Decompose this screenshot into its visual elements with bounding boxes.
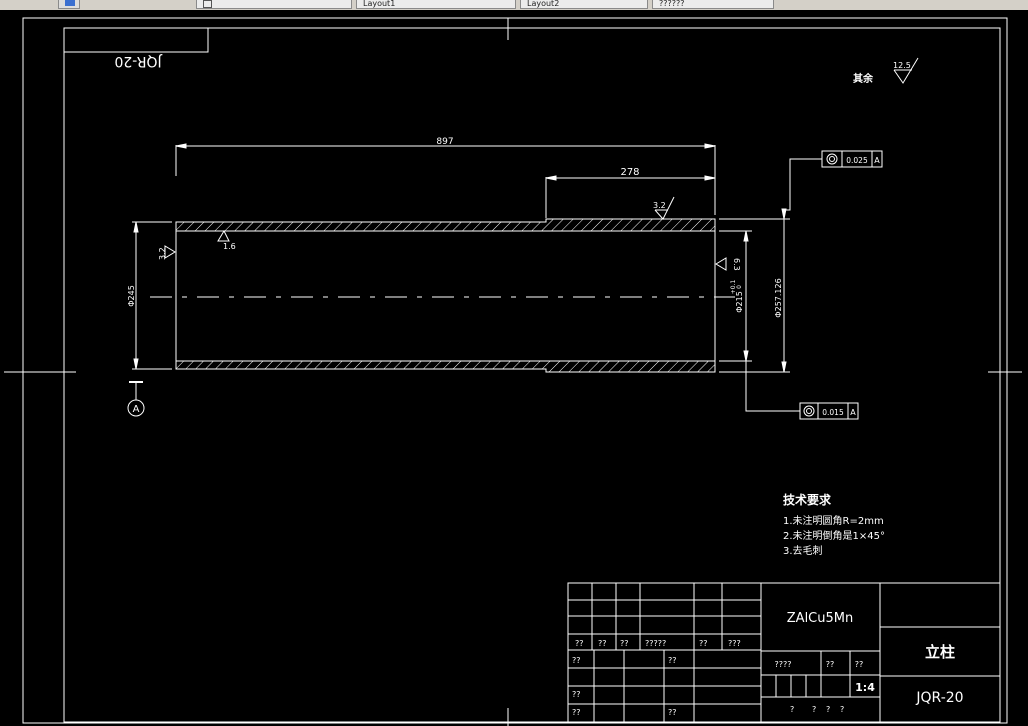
- sheet-label: ?: [826, 705, 830, 714]
- left-row-label: ??: [668, 708, 677, 717]
- material-label: ZAlCu5Mn: [787, 611, 853, 626]
- roughness-mark-right: 6.3: [715, 257, 741, 271]
- datum-label: A: [133, 404, 140, 415]
- roughness-rest-label: 其余: [853, 72, 874, 85]
- tab-layout1[interactable]: Layout1: [356, 0, 516, 9]
- model-icon: [65, 0, 75, 6]
- sheet-label: ?: [840, 705, 844, 714]
- mirrored-code-box: JQR-20: [63, 27, 209, 69]
- roughness-mark-bore: 1.6: [217, 229, 236, 251]
- tab-label: ??????: [659, 0, 685, 8]
- technical-requirements: 技术要求 1.未注明圆角R=2mm 2.未注明倒角是1×45° 3.去毛刺: [783, 492, 885, 557]
- roughness-value: 1.6: [223, 242, 236, 251]
- roughness-value: 3.2: [653, 201, 666, 210]
- left-row-label: ??: [572, 708, 581, 717]
- mirrored-drawing-code: JQR-20: [114, 53, 162, 69]
- tolerance-value: 0.025: [846, 156, 868, 165]
- tolerance-frame-bottom: 0.015 A: [745, 361, 859, 420]
- layout-tab-bar: Layout1 Layout2 ??????: [0, 0, 1028, 10]
- dim-inner-diameter: Φ215: [735, 291, 744, 313]
- roughness-value: 3.2: [158, 247, 167, 260]
- header-cell: ??: [699, 639, 708, 648]
- part-name: 立柱: [925, 643, 955, 661]
- left-row-label: ??: [572, 690, 581, 699]
- tolerance-datum: A: [874, 156, 880, 165]
- part-section: [150, 218, 735, 373]
- roughness-value: 6.3: [732, 258, 741, 271]
- dim-bore-diameter: Φ257.126: [774, 278, 783, 317]
- layout-icon: [203, 0, 212, 8]
- dim-inner-tol-lower: 0: [736, 285, 743, 289]
- dim-inner-tol-upper: +0.1: [730, 280, 737, 295]
- scale-value: 1:4: [855, 681, 875, 694]
- tab-layout3[interactable]: ??????: [652, 0, 774, 9]
- tech-req-item: 3.去毛刺: [783, 545, 823, 557]
- dimension-lines: [132, 143, 790, 373]
- header-cell: ??: [620, 639, 629, 648]
- sheet-label: ?: [790, 705, 794, 714]
- tab-model[interactable]: [58, 0, 80, 9]
- dim-step-length: 278: [620, 167, 639, 178]
- header-cell: ?????: [645, 639, 666, 648]
- cad-drawing-canvas[interactable]: JQR-20 其余 12.5: [0, 10, 1028, 726]
- dim-overall-length: 897: [436, 137, 453, 147]
- tab-layout-a[interactable]: [196, 0, 352, 9]
- tab-label: Layout2: [527, 0, 560, 8]
- header-cell: ??: [598, 639, 607, 648]
- concentricity-icon: [803, 405, 815, 417]
- tab-label: Layout1: [363, 0, 396, 8]
- concentricity-icon: [826, 153, 838, 165]
- tolerance-frame-top: 0.025 A: [784, 150, 883, 211]
- tech-req-heading: 技术要求: [783, 492, 832, 507]
- scale-label: ??: [855, 660, 864, 669]
- tech-req-item: 1.未注明圆角R=2mm: [783, 514, 884, 527]
- title-block: [567, 582, 1001, 723]
- drawing-number: JQR-20: [915, 690, 963, 706]
- tab-bar-empty-area: [777, 0, 1028, 10]
- header-cell: ??: [575, 639, 584, 648]
- datum-symbol: A: [127, 381, 145, 417]
- roughness-mark-left: 3.2: [158, 245, 176, 260]
- left-row-label: ??: [572, 656, 581, 665]
- header-cell: ???: [728, 639, 741, 648]
- tolerance-datum: A: [850, 408, 856, 417]
- sheet-label: ?: [812, 705, 816, 714]
- dim-outer-diameter: Φ245: [127, 285, 136, 307]
- weight-label: ??: [826, 660, 835, 669]
- tech-req-item: 2.未注明倒角是1×45°: [783, 529, 885, 542]
- tab-layout2[interactable]: Layout2: [520, 0, 648, 9]
- tolerance-value: 0.015: [822, 408, 844, 417]
- general-roughness: 其余 12.5: [853, 57, 919, 85]
- stage-label: ????: [775, 660, 792, 669]
- roughness-mark-top: 3.2: [653, 196, 675, 220]
- sheet-border: [4, 17, 1022, 726]
- roughness-rest-value: 12.5: [893, 61, 911, 70]
- left-row-label: ??: [668, 656, 677, 665]
